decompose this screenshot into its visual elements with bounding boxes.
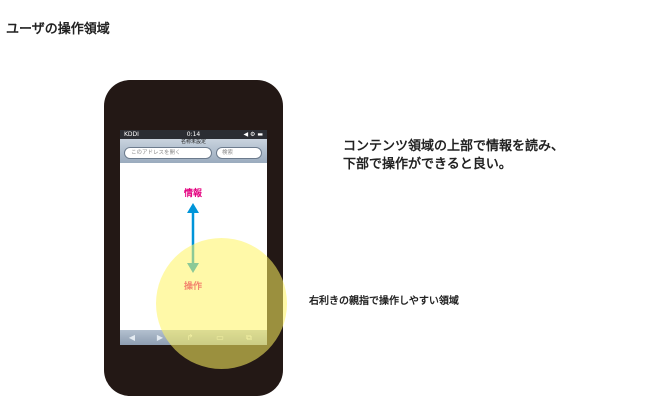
browser-address-bar: 名称未設定 このアドレスを開く 検索 [120,139,267,163]
thumb-zone-note: 右利きの親指で操作しやすい領域 [309,296,459,307]
thumb-reach-zone [156,238,287,369]
info-label: 情報 [184,189,203,199]
browser-page-title: 名称未設定 [180,139,206,145]
carrier-label: KDDI [124,131,139,138]
forward-icon[interactable]: ▶ [156,333,164,342]
search-input[interactable]: 検索 [216,147,262,159]
description-text: コンテンツ領域の上部で情報を読み、 下部で操作ができると良い。 [343,139,565,172]
status-time: 0:14 [186,131,201,138]
page-title: ユーザの操作領域 [6,22,110,37]
url-input[interactable]: このアドレスを開く [124,147,212,159]
back-icon[interactable]: ◀ [128,333,136,342]
status-bar: KDDI 0:14 ◀ ⚙ ▬ [120,130,267,139]
battery-icon: ◀ ⚙ ▬ [243,131,263,138]
